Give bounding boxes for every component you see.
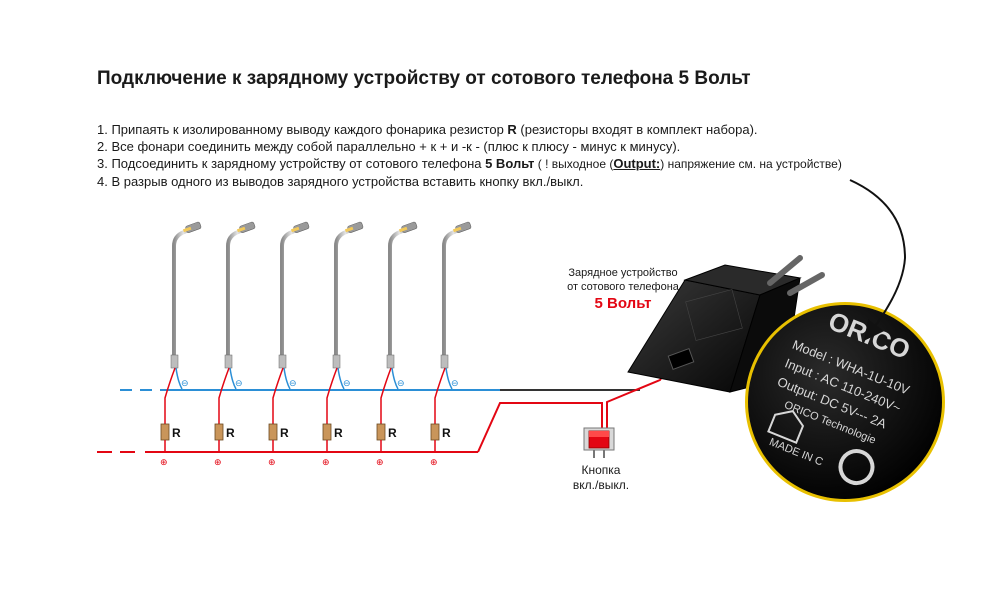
page-title: Подключение к зарядному устройству от со…: [97, 68, 751, 89]
lamp-3: [268, 221, 310, 452]
plus-marker-5: ⊕: [376, 458, 384, 468]
resistor-label-4: R: [334, 426, 343, 440]
step-1: 1. Припаять к изолированному выводу кажд…: [97, 122, 758, 137]
plus-marker-1: ⊕: [160, 458, 168, 468]
plus-wire-to-switch: [477, 402, 603, 453]
resistor-label-2: R: [226, 426, 235, 440]
lamp-4: [322, 221, 364, 452]
step-3: 3. Подсоединить к зарядному устройству о…: [97, 156, 842, 171]
plus-marker-3: ⊕: [268, 458, 276, 468]
charger-caption-line-1: Зарядное устройство: [568, 267, 678, 279]
switch-caption-line-2: вкл./выкл.: [572, 478, 630, 492]
charger-caption-line-2: от сотового телефона: [567, 281, 679, 293]
minus-marker-4: ⊖: [343, 379, 351, 389]
lamp-5: [376, 221, 418, 452]
lamp-1: [160, 221, 202, 452]
instructions: 1. Припаять к изолированному выводу кажд…: [97, 121, 842, 190]
resistor-label-6: R: [442, 426, 451, 440]
lamp-2: [214, 221, 256, 452]
step-2: 2. Все фонари соединить между собой пара…: [97, 139, 681, 154]
resistor-label-5: R: [388, 426, 397, 440]
minus-marker-6: ⊖: [451, 379, 459, 389]
resistor-label-3: R: [280, 426, 289, 440]
switch-to-charger-wire: [606, 371, 666, 428]
switch-caption-line-1: Кнопка: [581, 463, 621, 477]
minus-marker-3: ⊖: [289, 379, 297, 389]
step-4: 4. В разрыв одного из выводов зарядного …: [97, 174, 584, 189]
charger-voltage: 5 Вольт: [594, 295, 652, 312]
lamp-6: [430, 221, 472, 452]
magnifier-lens: ORICO Model : WHA-1U-10V Input : AC 110-…: [745, 302, 945, 502]
minus-marker-5: ⊖: [397, 379, 405, 389]
switch-caption: Кнопка вкл./выкл.: [556, 463, 646, 493]
plus-marker-4: ⊕: [322, 458, 330, 468]
plus-marker-6: ⊕: [430, 458, 438, 468]
minus-marker-2: ⊖: [235, 379, 243, 389]
charger-caption: Зарядное устройство от сотового телефона…: [545, 266, 701, 314]
minus-marker-1: ⊖: [181, 379, 189, 389]
resistor-label-1: R: [172, 426, 181, 440]
pointer-arrow: [849, 179, 907, 341]
plus-marker-2: ⊕: [214, 458, 222, 468]
switch-icon: [583, 427, 615, 458]
